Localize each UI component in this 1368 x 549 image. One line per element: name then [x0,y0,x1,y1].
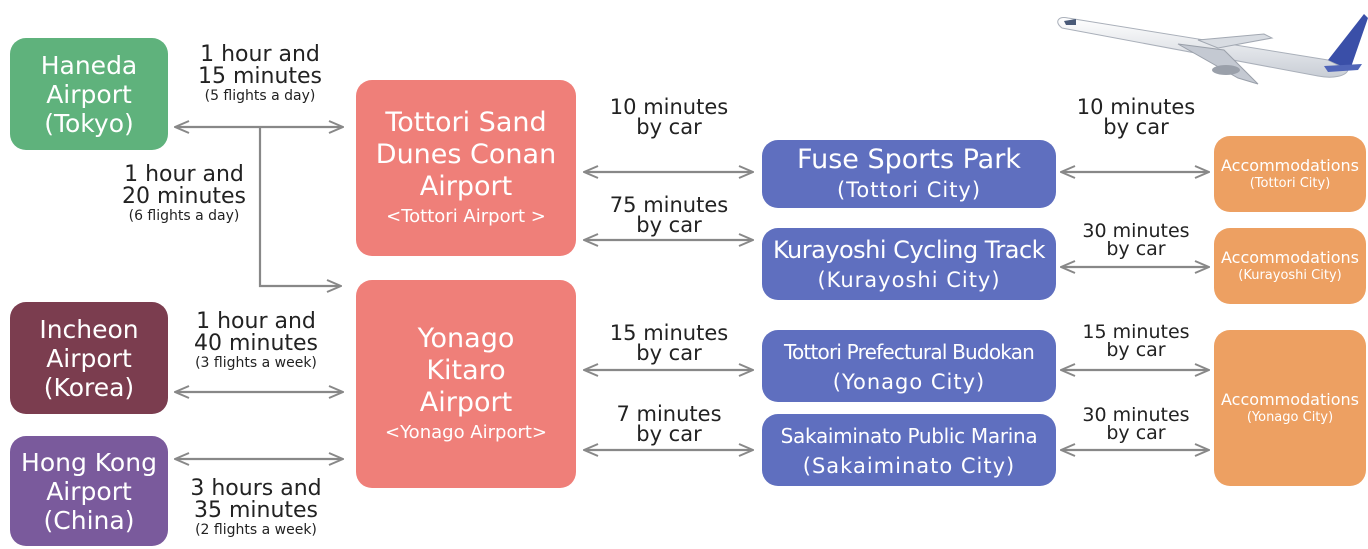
hongkong-airport-box: Hong Kong Airport (China) [10,436,168,546]
accommodation-tottori-box: Accommodations (Tottori City) [1214,136,1366,212]
flight-hongkong-yonago-label: 3 hours and 35 minutes (2 flights a week… [190,476,322,539]
haneda-airport-box: Haneda Airport (Tokyo) [10,38,168,150]
yonago-airport-line-2: Kitaro [426,355,506,386]
accommodation-city: (Yonago City) [1246,410,1334,425]
venue-title: Kurayoshi Cycling Track [772,236,1046,264]
car-budokan-accom-label: 15 minutes by car [1082,321,1190,361]
hongkong-line-1: Hong Kong [21,447,157,477]
car-kurayoshi-accom-label: 30 minutes by car [1082,220,1190,260]
flight-haneda-tottori-label: 1 hour and 15 minutes (5 flights a day) [197,42,323,105]
tottori-airport-short-name: <Tottori Airport > [386,206,546,227]
venue-title: Sakaiminato Public Marina [780,424,1038,448]
incheon-airport-box: Incheon Airport (Korea) [10,302,168,414]
car-marina-accom-label: 30 minutes by car [1082,404,1190,444]
incheon-line-3: (Korea) [43,372,135,402]
venue-tottori-prefectural-budokan: Tottori Prefectural Budokan (Yonago City… [762,330,1056,402]
accommodation-yonago-box: Accommodations (Yonago City) [1214,330,1366,486]
incheon-line-1: Incheon [39,314,139,344]
venue-city: (Yonago City) [832,370,986,394]
hongkong-line-3: (China) [43,505,135,535]
yonago-airport-short-name: <Yonago Airport> [385,422,547,443]
haneda-line-3: (Tokyo) [44,108,134,138]
flight-haneda-yonago-label: 1 hour and 20 minutes (6 flights a day) [121,162,247,225]
venue-title: Fuse Sports Park [797,144,1021,175]
haneda-line-2: Airport [46,79,132,109]
tottori-airport-line-1: Tottori Sand [385,107,547,138]
car-yonago-budokan-label: 15 minutes by car [609,321,729,365]
accommodation-city: (Kurayoshi City) [1238,268,1342,283]
venue-title: Tottori Prefectural Budokan [783,340,1035,364]
car-tottori-fuse-label: 10 minutes by car [609,95,729,139]
accommodation-city: (Tottori City) [1249,176,1331,191]
car-tottori-kurayoshi-label: 75 minutes by car [609,193,729,237]
yonago-airport-line-3: Airport [419,387,513,418]
venue-city: (Tottori City) [836,178,982,202]
car-yonago-marina-label: 7 minutes by car [616,402,722,446]
tottori-airport-box: Tottori Sand Dunes Conan Airport <Tottor… [356,80,576,256]
yonago-airport-box: Yonago Kitaro Airport <Yonago Airport> [356,280,576,488]
accommodation-kurayoshi-box: Accommodations (Kurayoshi City) [1214,228,1366,304]
accommodation-label: Accommodations [1221,156,1359,175]
tottori-airport-line-2: Dunes Conan [375,139,557,170]
incheon-line-2: Airport [46,343,132,373]
accommodation-label: Accommodations [1221,248,1359,267]
venue-city: (Kurayoshi City) [817,268,1001,292]
yonago-airport-line-1: Yonago [417,323,515,354]
hongkong-line-2: Airport [46,476,132,506]
venue-sakaiminato-public-marina: Sakaiminato Public Marina (Sakaiminato C… [762,414,1056,486]
tottori-airport-line-3: Airport [419,171,513,202]
arrow-haneda-yonago [258,127,340,286]
accommodation-label: Accommodations [1221,390,1359,409]
haneda-line-1: Haneda [40,50,138,80]
venue-city: (Sakaiminato City) [802,454,1016,478]
car-fuse-accom-label: 10 minutes by car [1076,95,1196,139]
venue-kurayoshi-cycling-track: Kurayoshi Cycling Track (Kurayoshi City) [762,228,1056,300]
flight-incheon-yonago-label: 1 hour and 40 minutes (3 flights a week) [193,309,319,372]
venue-fuse-sports-park: Fuse Sports Park (Tottori City) [762,140,1056,208]
airplane-icon [1057,14,1368,85]
